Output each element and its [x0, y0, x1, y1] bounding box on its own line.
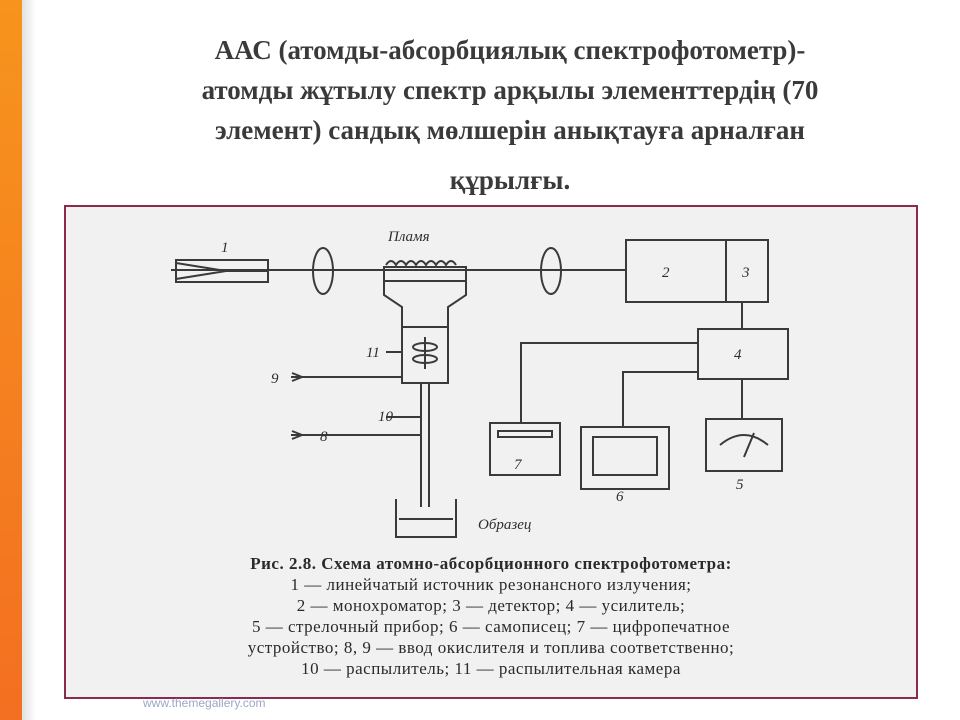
wire-to-printer	[520, 342, 698, 423]
caption-line-6: 10 — распылитель; 11 — распылительная ка…	[301, 659, 681, 678]
label-11: 11	[366, 345, 380, 361]
title-line-2: атомды жұтылу спектр арқылы элементтерді…	[201, 75, 819, 105]
label-9: 9	[271, 371, 279, 387]
caption-line-2: 1 — линейчатый источник резонансного изл…	[290, 575, 692, 594]
burner-neck	[383, 280, 467, 328]
title-line-3: элемент) сандық мөлшерін анықтауға арнал…	[214, 115, 805, 145]
label-flame: Пламя	[387, 229, 430, 245]
sample-beaker	[395, 499, 457, 538]
label-10: 10	[378, 409, 394, 425]
label-sample: Образец	[478, 517, 531, 533]
recorder	[580, 426, 670, 490]
title-line-4: құрылғы.	[449, 165, 571, 195]
label-7: 7	[514, 457, 523, 473]
caption-line-4: 5 — стрелочный прибор; 6 — самописец; 7 …	[252, 617, 730, 636]
figure-caption: Рис. 2.8. Схема атомно-абсорбционного сп…	[66, 553, 916, 679]
label-4: 4	[734, 347, 742, 363]
monochromator	[625, 239, 769, 303]
caption-line-1: Рис. 2.8. Схема атомно-абсорбционного сп…	[250, 554, 732, 573]
caption-line-3: 2 — монохроматор; 3 — детектор; 4 — усил…	[296, 596, 686, 615]
label-5: 5	[736, 477, 744, 493]
slide-title: ААС (атомды-абсорбциялық спектрофотометр…	[150, 30, 870, 200]
amplifier	[697, 328, 789, 380]
schematic-figure: Пламя Образец 1 2 3 4 5 6 7 8 9 10 11 Ри…	[64, 205, 918, 699]
label-6: 6	[616, 489, 624, 505]
spectrophotometer-diagram: Пламя Образец 1 2 3 4 5 6 7 8 9 10 11	[171, 229, 789, 538]
label-1: 1	[221, 240, 229, 256]
accent-bar	[0, 0, 22, 720]
flame	[385, 260, 457, 267]
label-2: 2	[662, 265, 670, 281]
lens-left	[312, 247, 334, 295]
label-8: 8	[320, 429, 328, 445]
label-3: 3	[741, 265, 750, 281]
accent-shadow	[22, 0, 36, 720]
footer-url[interactable]: www.themegallery.com	[143, 696, 266, 710]
digital-printer	[489, 422, 561, 476]
title-line-1: ААС (атомды-абсорбциялық спектрофотометр…	[214, 35, 806, 65]
wire-to-recorder	[622, 371, 698, 427]
spray-chamber	[401, 326, 449, 384]
lens-right	[540, 247, 562, 295]
caption-line-5: устройство; 8, 9 — ввод окислителя и топ…	[247, 638, 735, 657]
pointer-meter	[705, 418, 783, 472]
